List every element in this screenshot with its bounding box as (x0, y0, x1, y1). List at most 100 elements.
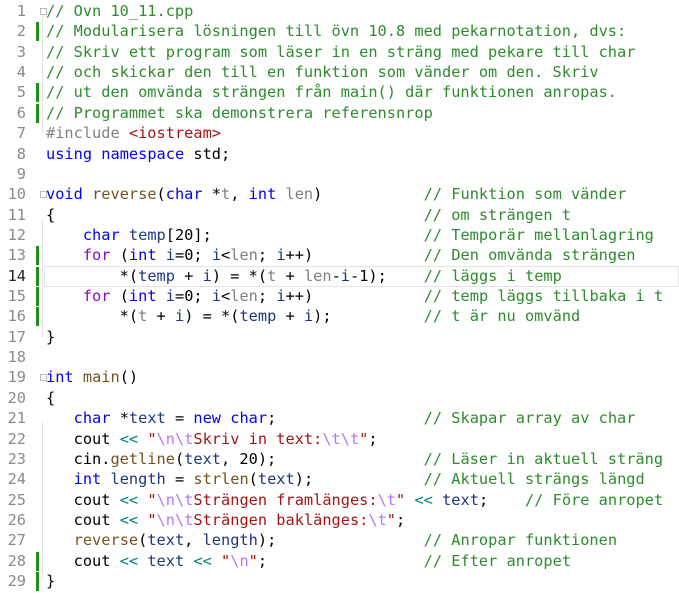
code-line[interactable]: 15 for (int i=0; i<len; i++) // temp läg… (0, 286, 679, 307)
code-text: + (174, 266, 203, 285)
code-line[interactable]: 16 *(t + i) = *(temp + i); // t är nu om… (0, 306, 679, 327)
code-line[interactable]: 11{ // om strängen t (0, 205, 679, 225)
code-line[interactable]: 19 int main() (0, 367, 679, 387)
code-text (46, 531, 74, 549)
code-line[interactable]: 20{ (0, 388, 679, 408)
code-line[interactable]: 18 (0, 347, 679, 367)
code-line[interactable]: 24 int length = strlen(text); // Aktuell… (0, 469, 679, 489)
code-text: { (46, 388, 56, 407)
fold-region-guide (42, 218, 43, 337)
code-text: , (230, 185, 249, 204)
variable: i (276, 287, 286, 306)
string-literal: " (248, 551, 258, 570)
code-line[interactable]: 29} (0, 571, 679, 592)
comment: // om strängen t (423, 205, 571, 224)
code-text: ; (267, 409, 424, 428)
code-line[interactable]: 23 cin.getline(text, 20); // Läser in ak… (0, 449, 679, 469)
code-text (46, 409, 74, 427)
string-literal: " (221, 551, 231, 570)
code-text: } (46, 327, 56, 346)
variable: length (110, 470, 166, 489)
code-text (212, 552, 221, 570)
code-text: cin. (46, 449, 111, 468)
variable: i (202, 266, 212, 285)
string-literal: Strängen baklänges: (193, 510, 369, 529)
code-line[interactable]: 22 cout << "\n\tSkriv in text:\t\t"; (0, 429, 679, 449)
code-text: < (221, 246, 231, 265)
code-line[interactable]: 5// ut den omvända strängen från main() … (0, 82, 679, 103)
variable: text (128, 409, 166, 428)
code-line[interactable]: 1 // Ovn 10_11.cpp (0, 1, 679, 21)
line-number: 1 (16, 2, 26, 20)
fold-toggle-icon[interactable] (40, 374, 47, 382)
operator: << (119, 551, 139, 570)
string-literal: " (386, 510, 397, 529)
line-code: int main() (46, 367, 138, 387)
line-number: 5 (16, 83, 26, 102)
code-line[interactable]: 25 cout << "\n\tSträngen framlänges:\t" … (0, 490, 679, 510)
variable: text (184, 449, 221, 468)
line-number: 6 (16, 103, 26, 122)
variable: length (202, 531, 258, 550)
line-code: { // om strängen t (46, 205, 571, 225)
line-code: // Programmet ska demonstrera referensnr… (46, 103, 433, 123)
code-text (221, 409, 230, 427)
code-line[interactable]: 9 (0, 164, 679, 184)
escape-sequence: \t (377, 490, 397, 509)
include-path: <iostream> (128, 124, 221, 143)
code-text: * (110, 409, 129, 428)
string-literal: " (396, 490, 406, 509)
code-line[interactable]: 26 cout << "\n\tSträngen baklänges:\t"; (0, 510, 679, 530)
variable: temp (128, 225, 166, 244)
variable: i (340, 266, 351, 285)
comment: // Ovn 10_11.cpp (46, 2, 194, 20)
line-number: 3 (16, 42, 26, 61)
control-keyword: for (82, 246, 111, 265)
line-number: 12 (7, 225, 26, 244)
code-text: ; (257, 287, 277, 306)
code-line[interactable]: 2// Modularisera lösningen till övn 10.8… (0, 21, 679, 42)
line-number: 4 (16, 63, 26, 82)
code-line[interactable]: 27 reverse(text, length); // Anropar fun… (0, 530, 679, 550)
code-line[interactable]: 14 *(temp + i) = *(t + len-i-1); // lägg… (0, 265, 679, 287)
keyword: char (165, 185, 203, 204)
code-line[interactable]: 7#include <iostream> (0, 123, 679, 143)
code-text (157, 246, 166, 264)
code-line[interactable]: 17} (0, 327, 679, 347)
fold-toggle-icon[interactable] (40, 191, 47, 199)
comment: // Modularisera lösningen till övn 10.8 … (46, 22, 627, 41)
change-indicator-bar (36, 266, 39, 286)
code-text (433, 491, 442, 509)
escape-sequence: \n\t (156, 429, 194, 448)
code-text: cout (46, 490, 120, 509)
code-line[interactable]: 4// och skickar den till en funktion som… (0, 62, 679, 82)
variable: text (257, 470, 295, 489)
code-line[interactable]: 12 char temp[20]; // Temporär mellanlagr… (0, 225, 679, 245)
code-line[interactable]: 6 // Programmet ska demonstrera referensn… (0, 103, 679, 123)
code-text (184, 552, 193, 570)
line-code: char temp[20]; // Temporär mellanlagring (46, 225, 654, 245)
change-indicator-bar (36, 83, 39, 103)
code-line[interactable]: 21 char *text = new char; // Skapar arra… (0, 408, 679, 428)
line-number: 10 (7, 185, 26, 204)
code-text: ); (313, 307, 424, 326)
line-code: } (46, 327, 55, 347)
keyword: char (73, 409, 111, 428)
fold-toggle-icon[interactable] (40, 8, 47, 15)
keyword: int (248, 185, 277, 204)
variable: text (147, 531, 185, 550)
code-text: cout (46, 551, 120, 570)
comment: // Programmet ska demonstrera referensnr… (46, 103, 433, 122)
code-line[interactable]: 3// Skriv ett program som läser in en st… (0, 42, 679, 62)
code-line[interactable]: 28 cout << text << "\n"; // Efter anrope… (0, 551, 679, 571)
code-text (83, 185, 92, 203)
preprocessor-directive: #include (46, 124, 129, 143)
code-line[interactable]: 13 for (int i=0; i<len; i++) // Den omvä… (0, 245, 679, 266)
code-text: () (119, 368, 139, 387)
comment: // Skapar array av char (423, 409, 636, 428)
line-number: 19 (7, 368, 26, 387)
keyword: char (82, 225, 120, 244)
